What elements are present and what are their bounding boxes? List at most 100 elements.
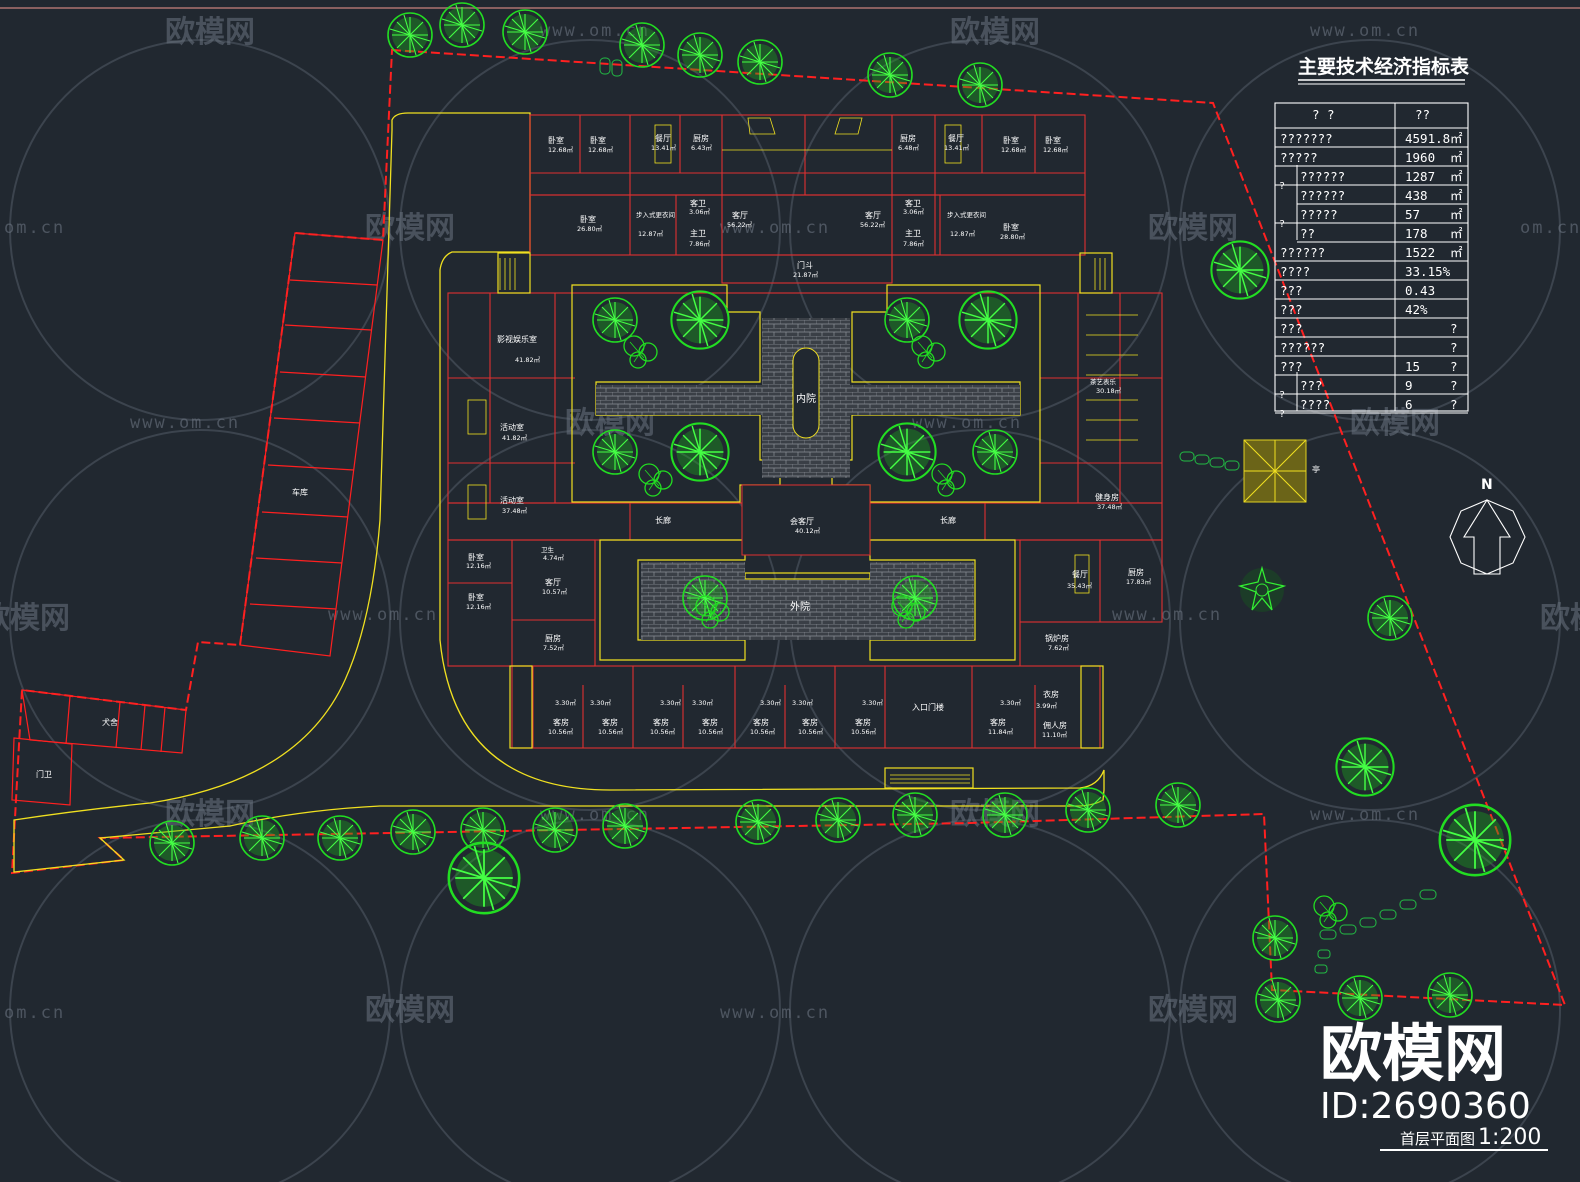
- table-row-value: 57: [1405, 207, 1420, 222]
- table-row-unit: ㎡: [1450, 169, 1463, 184]
- inner-court-paving: [596, 318, 1020, 640]
- table-row-value: 1960: [1405, 150, 1435, 165]
- svg-text:3.06㎡: 3.06㎡: [903, 207, 924, 216]
- table-row-label: ???: [1280, 321, 1303, 336]
- svg-text:12.16㎡: 12.16㎡: [466, 561, 492, 570]
- table-row-unit: ㎡: [1450, 226, 1463, 241]
- svg-text:入口门楼: 入口门楼: [912, 702, 944, 712]
- table-row-label: ?????: [1280, 150, 1318, 165]
- table-row-value: 15: [1405, 359, 1420, 374]
- svg-text:餐厅: 餐厅: [948, 134, 964, 143]
- table-row-label: ??????: [1280, 340, 1325, 355]
- table-row-value: 33.15%: [1405, 264, 1451, 279]
- table-row-value: 9: [1405, 378, 1413, 393]
- svg-text:37.48㎡: 37.48㎡: [502, 506, 528, 515]
- svg-text:卧室: 卧室: [590, 135, 606, 145]
- watermark: 欧模网: [1350, 406, 1440, 441]
- svg-text:长廊: 长廊: [940, 515, 956, 525]
- watermark-url: om.cn: [4, 1003, 65, 1023]
- svg-text:10.56㎡: 10.56㎡: [851, 727, 877, 736]
- table-header-cell: ??: [1415, 107, 1430, 122]
- svg-text:56.22㎡: 56.22㎡: [860, 220, 886, 229]
- watermark-url: www.om.cn: [720, 1003, 830, 1023]
- table-row-label: ???: [1280, 359, 1303, 374]
- svg-text:13.41㎡: 13.41㎡: [944, 143, 970, 152]
- drawing-title: 首层平面图: [1400, 1130, 1475, 1148]
- svg-text:客厅: 客厅: [865, 210, 881, 220]
- svg-text:客房: 客房: [653, 717, 669, 727]
- driveway-outline: [13, 112, 1105, 873]
- svg-text:餐厅: 餐厅: [1072, 570, 1088, 579]
- pavilion: [1243, 439, 1307, 503]
- svg-text:12.87㎡: 12.87㎡: [638, 229, 664, 238]
- brand-id: ID:2690360: [1320, 1086, 1531, 1127]
- svg-text:3.30㎡: 3.30㎡: [1000, 698, 1021, 707]
- svg-text:4.74㎡: 4.74㎡: [543, 553, 564, 562]
- svg-text:影视娱乐室: 影视娱乐室: [497, 334, 537, 344]
- table-group-label: ?: [1279, 409, 1285, 420]
- table-row-label: ??????: [1300, 169, 1345, 184]
- svg-text:客房: 客房: [553, 717, 569, 727]
- svg-text:卧室: 卧室: [548, 135, 564, 145]
- svg-text:10.56㎡: 10.56㎡: [548, 727, 574, 736]
- north-label: N: [1481, 477, 1493, 493]
- svg-text:卧室: 卧室: [468, 592, 484, 602]
- table-row-value: 6: [1405, 397, 1413, 412]
- watermark-url: www.om.cn: [1112, 605, 1222, 625]
- table-row-label: ??????: [1300, 188, 1345, 203]
- svg-text:13.41㎡: 13.41㎡: [651, 143, 677, 152]
- svg-text:3.30㎡: 3.30㎡: [792, 698, 813, 707]
- svg-text:12.87㎡: 12.87㎡: [950, 229, 976, 238]
- table-row-label: ???????: [1280, 131, 1333, 146]
- pavilion-label: 亭: [1312, 464, 1320, 474]
- svg-text:17.83㎡: 17.83㎡: [1126, 577, 1152, 586]
- svg-text:客房: 客房: [990, 717, 1006, 727]
- svg-text:7.62㎡: 7.62㎡: [1048, 643, 1069, 652]
- svg-text:41.82㎡: 41.82㎡: [502, 433, 528, 442]
- svg-text:客房: 客房: [855, 717, 871, 727]
- svg-text:茶艺表乐: 茶艺表乐: [1090, 377, 1117, 386]
- table-row-unit: ?: [1450, 321, 1458, 336]
- table-row-label: ???: [1300, 378, 1323, 393]
- watermark-url: www.om.cn: [130, 413, 240, 433]
- svg-text:活动室: 活动室: [500, 422, 524, 432]
- svg-text:56.22㎡: 56.22㎡: [727, 220, 753, 229]
- table-row-label: ??????: [1280, 245, 1325, 260]
- svg-text:客房: 客房: [602, 717, 618, 727]
- svg-text:12.68㎡: 12.68㎡: [1043, 145, 1069, 154]
- watermark: 欧模网: [365, 211, 455, 246]
- table-row-value: 42%: [1405, 302, 1428, 317]
- svg-text:7.86㎡: 7.86㎡: [689, 239, 710, 248]
- north-arrow-icon: [1449, 498, 1526, 575]
- watermark: 欧模网: [165, 797, 255, 832]
- svg-text:12.68㎡: 12.68㎡: [1001, 145, 1027, 154]
- table-row-label: ???: [1280, 283, 1303, 298]
- watermark-url: om.cn: [1520, 218, 1580, 238]
- table-row-unit: ㎡: [1450, 188, 1463, 203]
- svg-text:26.80㎡: 26.80㎡: [577, 224, 603, 233]
- svg-text:内院: 内院: [796, 392, 816, 405]
- svg-text:10.56㎡: 10.56㎡: [798, 727, 824, 736]
- svg-text:客厅: 客厅: [732, 210, 748, 220]
- svg-text:客卫: 客卫: [905, 198, 921, 208]
- table-row-unit: ?: [1450, 340, 1458, 355]
- table-row-unit: ?: [1450, 397, 1458, 412]
- svg-text:3.30㎡: 3.30㎡: [862, 698, 883, 707]
- svg-text:12.68㎡: 12.68㎡: [588, 145, 614, 154]
- watermark-url: om.cn: [4, 218, 65, 238]
- svg-text:3.06㎡: 3.06㎡: [689, 207, 710, 216]
- watermark-url: www.om.cn: [720, 218, 830, 238]
- svg-text:3.30㎡: 3.30㎡: [660, 698, 681, 707]
- svg-text:3.30㎡: 3.30㎡: [760, 698, 781, 707]
- svg-text:步入式更衣间: 步入式更衣间: [947, 210, 986, 219]
- svg-text:11.84㎡: 11.84㎡: [988, 727, 1014, 736]
- building-footprint: [447, 114, 1163, 749]
- watermark-circles: [9, 39, 1561, 1182]
- table-row-unit: ㎡: [1450, 245, 1463, 260]
- svg-text:41.82㎡: 41.82㎡: [515, 355, 541, 364]
- svg-text:卧室: 卧室: [1045, 135, 1061, 145]
- svg-text:衣房: 衣房: [1043, 689, 1059, 699]
- svg-text:卧室: 卧室: [1003, 222, 1019, 232]
- table-group-label: ?: [1279, 181, 1285, 192]
